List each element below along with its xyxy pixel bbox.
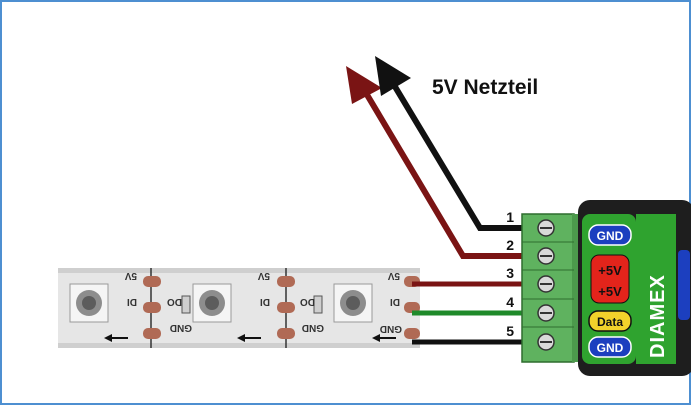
controller-badge-data: Data	[588, 310, 632, 332]
direction-arrow-icon	[104, 334, 128, 342]
copper-pad	[277, 328, 295, 339]
copper-pad	[143, 276, 161, 287]
strip-label-gnd: GND	[302, 322, 324, 333]
terminal-number-3: 3	[506, 265, 514, 281]
controller-label-gnd-top: GND	[597, 229, 624, 243]
strip-label-gnd: GND	[170, 322, 192, 333]
controller-board: GND +5V +5V Data GND DIAMEX	[578, 200, 691, 376]
controller-badge-gnd-top: GND	[588, 224, 632, 246]
led-strip: 5V DI GND DO 5V DI GND DO 5V DI GND	[58, 268, 420, 348]
strip-label-di: DI	[127, 296, 137, 307]
terminal-number-1: 1	[506, 209, 514, 225]
controller-badge-gnd-bottom: GND	[588, 336, 632, 358]
strip-label-do: DO	[300, 296, 315, 307]
strip-label-gnd: GND	[380, 323, 402, 334]
controller-badge-5v: +5V +5V	[590, 254, 630, 304]
direction-arrow-icon	[372, 334, 396, 342]
terminal-number-5: 5	[506, 323, 514, 339]
terminal-block	[521, 213, 582, 363]
copper-pad	[277, 302, 295, 313]
copper-pad	[277, 276, 295, 287]
led-chip	[333, 283, 373, 323]
controller-label-gnd-bottom: GND	[597, 341, 624, 355]
led-chip	[69, 283, 109, 323]
copper-pad	[404, 328, 420, 339]
red-arrow-head	[346, 66, 382, 104]
copper-pad	[143, 328, 161, 339]
black-arrow-head	[375, 56, 411, 96]
resistor	[313, 295, 323, 314]
controller-label-data: Data	[597, 315, 623, 329]
terminal-number-4: 4	[506, 294, 514, 310]
strip-label-do: DO	[167, 296, 182, 307]
resistor	[181, 295, 191, 314]
strip-label-di: DI	[260, 296, 270, 307]
controller-label-5v-a: +5V	[598, 263, 622, 278]
copper-pad	[404, 302, 420, 313]
strip-label-5v: 5V	[124, 270, 137, 281]
strip-label-di: DI	[390, 296, 400, 307]
supply-wire-red	[360, 86, 546, 259]
terminal-number-2: 2	[506, 237, 514, 253]
brand-label: DIAMEX	[647, 274, 669, 358]
diagram-title: 5V Netzteil	[432, 76, 539, 99]
usb-connector	[678, 250, 690, 320]
controller-label-5v-b: +5V	[598, 284, 622, 299]
strip-label-5v: 5V	[387, 270, 400, 281]
led-chip	[192, 283, 232, 323]
strip-label-5v: 5V	[257, 270, 270, 281]
direction-arrow-icon	[237, 334, 261, 342]
copper-pad	[143, 302, 161, 313]
